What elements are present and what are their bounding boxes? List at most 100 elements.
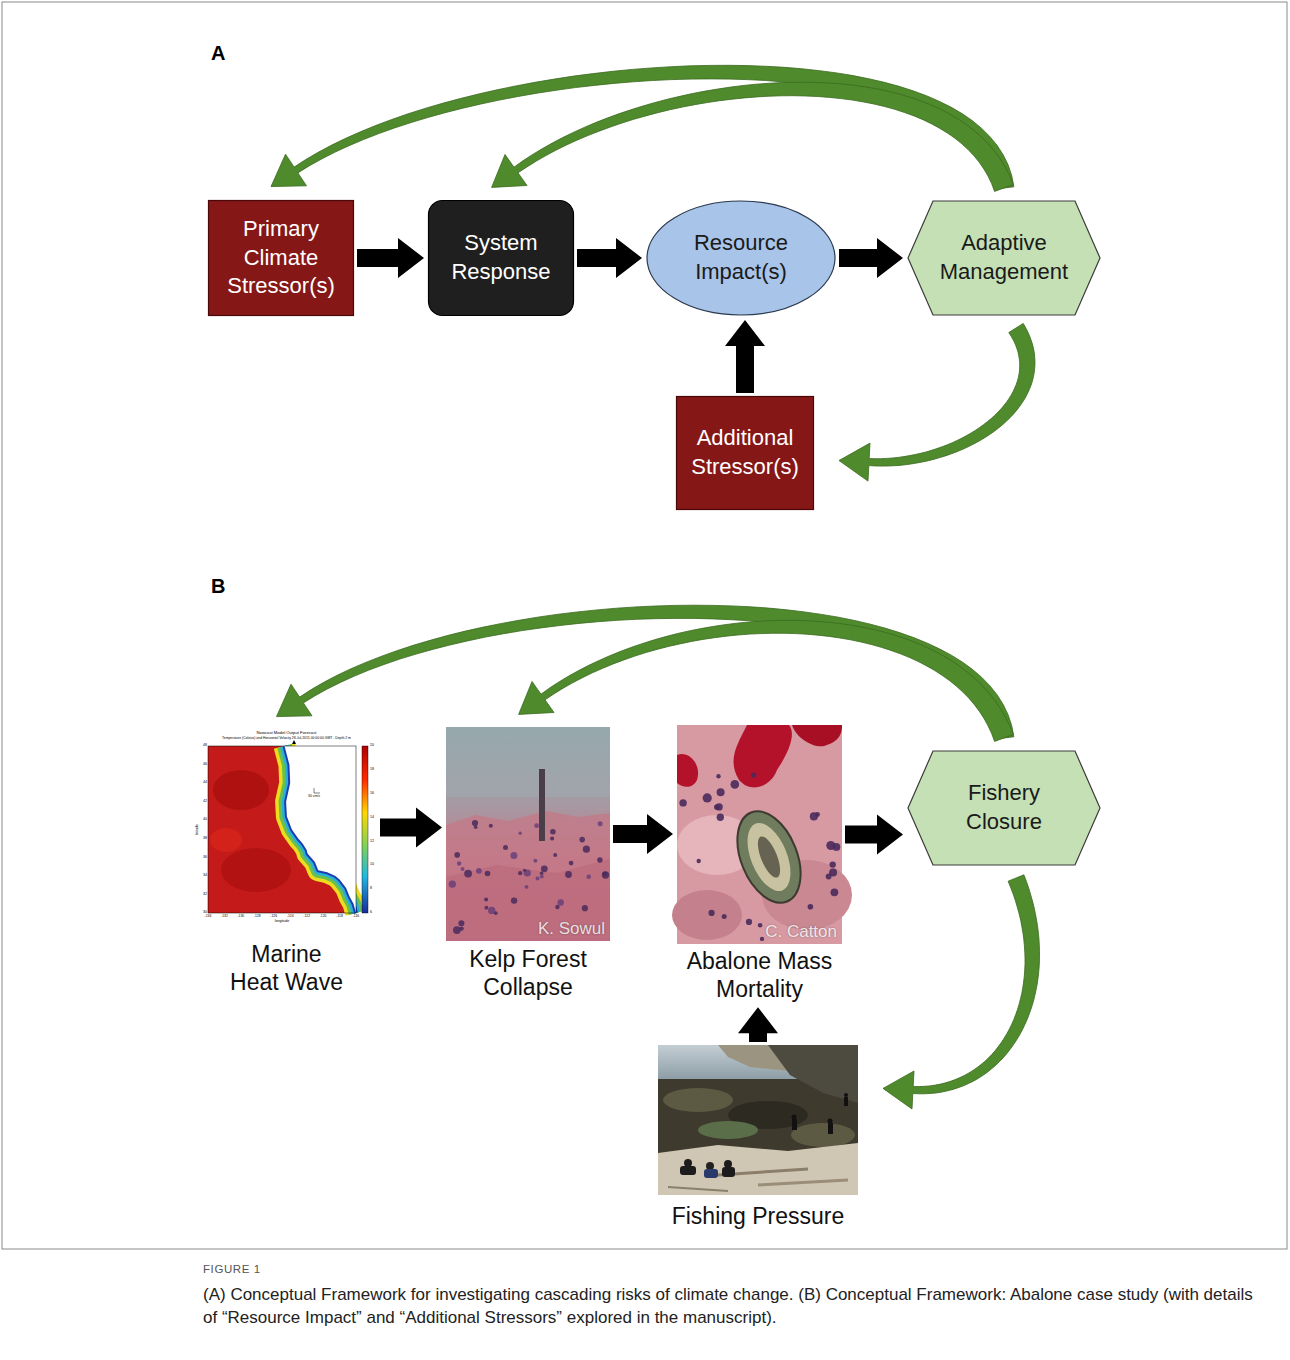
urchin	[583, 846, 590, 853]
rocks	[791, 1123, 855, 1147]
person	[792, 1115, 797, 1120]
map-axis-label: -132	[216, 915, 232, 918]
flow-arrow	[725, 320, 765, 393]
map-axis-label: longitude	[266, 920, 298, 924]
map-axis-label: 20	[370, 744, 374, 748]
urchin	[472, 820, 478, 826]
photo-node: K. SowulKelp Forest Collapse	[446, 727, 610, 1001]
figure-frame	[2, 2, 1287, 1249]
rounded-box-outline	[429, 201, 574, 316]
map-axis-label: -124	[282, 915, 298, 918]
coralline-patch	[672, 890, 742, 940]
color-bar	[362, 746, 368, 913]
hexagon-outline	[908, 751, 1100, 865]
urchin	[453, 926, 461, 934]
photo-credit: K. Sowul	[538, 920, 605, 937]
abalone-photo	[672, 725, 852, 944]
photo-node: Fishing Pressure	[658, 1045, 858, 1231]
urchin-group	[449, 820, 610, 934]
sea-floor	[446, 859, 610, 941]
urchin	[716, 774, 720, 778]
urchin	[540, 872, 544, 876]
coastal-band	[285, 746, 357, 913]
urchin	[569, 861, 574, 866]
urchin	[582, 905, 588, 911]
driftwood	[758, 1180, 848, 1185]
urchin	[550, 829, 556, 835]
map-axis-label: -122	[299, 915, 315, 918]
water-haze	[446, 727, 610, 797]
abalone-shell	[725, 802, 813, 912]
box-outline	[677, 397, 814, 510]
figure-caption: (A) Conceptual Framework for investigati…	[203, 1283, 1263, 1330]
map-axis-label: 14	[370, 816, 374, 820]
map-axis-label: 36	[197, 856, 207, 860]
stressor-box: Primary Climate Stressor(s)	[208, 200, 354, 316]
process-box: System Response	[428, 200, 574, 316]
map-land	[285, 746, 357, 913]
person	[680, 1166, 696, 1175]
urchin	[494, 911, 498, 915]
person	[704, 1169, 718, 1178]
map-axis-label: 32	[197, 893, 207, 897]
feedback-arrow	[839, 323, 1035, 481]
photo-frame: C. Catton	[677, 725, 842, 944]
map-axis-label: 38	[197, 837, 207, 841]
management-hexagon: Fishery Closure	[907, 750, 1101, 866]
map-axis-label: -134	[200, 915, 216, 918]
flow-arrow	[357, 238, 424, 278]
node-label: System Response	[436, 229, 566, 286]
flow-arrow	[577, 238, 642, 278]
urchin	[826, 874, 832, 880]
urchin	[758, 923, 763, 928]
scale-arrow	[314, 793, 320, 794]
map-sea	[208, 746, 356, 913]
map-warm-patch	[210, 828, 242, 852]
flow-arrow	[845, 815, 903, 855]
node-label: Primary Climate Stressor(s)	[216, 215, 346, 301]
hexagon-outline	[908, 201, 1100, 315]
urchin	[449, 881, 456, 888]
person	[684, 1159, 692, 1167]
photo-node: C. CattonAbalone Mass Mortality	[677, 725, 842, 1003]
urchin	[503, 845, 508, 850]
node-caption: Abalone Mass Mortality	[672, 948, 847, 1003]
person	[792, 1119, 797, 1130]
urchin	[525, 885, 529, 889]
urchin	[459, 926, 463, 930]
urchin	[831, 888, 839, 896]
ellipse-outline	[647, 201, 835, 315]
photo-node: Nowcast Model Output ForecastTemperature…	[196, 730, 377, 996]
person	[828, 1123, 833, 1134]
caption-group: Abalone Mass Mortality	[672, 948, 847, 1003]
urchin	[717, 814, 724, 821]
stressor-box: Additional Stressor(s)	[676, 396, 814, 510]
urchin	[746, 919, 752, 925]
urchin	[533, 859, 537, 863]
map-axis-label: 34	[197, 874, 207, 878]
urchin	[485, 871, 491, 877]
beach	[658, 1143, 858, 1195]
shape-outline	[646, 200, 836, 316]
urchin	[458, 920, 464, 926]
management-hexagon: Adaptive Management	[907, 200, 1101, 316]
coastal-band	[285, 746, 357, 913]
urchin-group	[679, 772, 840, 941]
node-caption: Kelp Forest Collapse	[453, 946, 603, 1001]
map-ground	[196, 730, 377, 925]
urchin	[602, 871, 609, 878]
urchin	[830, 861, 836, 867]
person	[724, 1160, 732, 1168]
map-axis-label: 46	[197, 763, 207, 767]
flow-arrow	[839, 238, 903, 278]
urchin	[715, 803, 722, 810]
urchin	[565, 871, 572, 878]
abalone-shell	[753, 834, 784, 881]
coastal-band	[285, 746, 357, 913]
map-axis-label: 30 cm/s	[308, 795, 320, 798]
person	[706, 1162, 714, 1170]
node-text-group: Primary Climate Stressor(s)	[216, 215, 346, 301]
urchin	[550, 836, 554, 840]
